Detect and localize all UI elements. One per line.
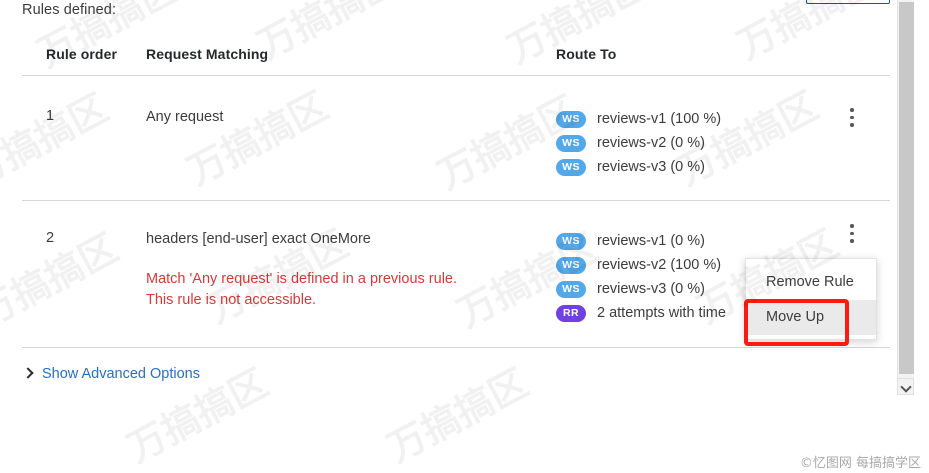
error-line: Match 'Any request' is defined in a prev… [146,271,458,287]
header-separator [22,75,890,76]
bottom-separator [22,347,890,348]
rules-table: Rule order Request Matching Route To [22,40,890,75]
rule-order-value: 1 [46,108,55,124]
ws-badge-icon: WS [556,280,586,298]
show-advanced-options-toggle[interactable]: Show Advanced Options [22,366,200,382]
route-item: WS reviews-v2 (100 %) [556,253,856,277]
rule-route-list: WS reviews-v1 (100 %) WS reviews-v2 (0 %… [556,107,856,179]
rule-match-value: Any request [146,108,536,127]
dialog-footer: Cancel [0,400,929,473]
table-row: 1 Any request WS reviews-v1 (100 %) WS r… [22,100,890,198]
rule-error-message: Match 'Any request' is defined in a prev… [146,269,536,311]
route-destination-label: reviews-v3 (0 %) [597,159,705,175]
route-retry-label: 2 attempts with time [597,305,726,321]
rules-content-region: Rules defined: Rule order Request Matchi… [0,0,893,400]
route-destination-label: reviews-v3 (0 %) [597,281,705,297]
route-item: WS reviews-v1 (0 %) [556,229,856,253]
rule-order-value: 2 [46,230,55,246]
column-header-request-matching: Request Matching [146,46,269,62]
menu-item-move-up[interactable]: Move Up [746,300,876,335]
rules-defined-label: Rules defined: [22,2,117,18]
scroll-down-arrow-icon[interactable] [897,378,914,395]
menu-item-remove-rule[interactable]: Remove Rule [766,274,854,290]
route-item: RR 2 attempts with time [556,301,856,325]
scrollbar-thumb[interactable] [899,2,914,374]
route-destination-label: reviews-v2 (100 %) [597,257,722,273]
rule-route-list: WS reviews-v1 (0 %) WS reviews-v2 (100 %… [556,229,856,325]
column-header-route-to: Route To [556,46,617,62]
route-destination-label: reviews-v2 (0 %) [597,135,705,151]
route-item: WS reviews-v3 (0 %) [556,155,856,179]
match-expression: headers [end-user] exact OneMore [146,231,371,247]
show-advanced-options-label: Show Advanced Options [42,366,200,382]
column-header-rule-order: Rule order [46,46,118,62]
vertical-scrollbar[interactable] [897,0,914,394]
route-item: WS reviews-v2 (0 %) [556,131,856,155]
rule-match-value: headers [end-user] exact OneMore Match '… [146,230,536,311]
route-item: WS reviews-v1 (100 %) [556,107,856,131]
row-actions-dropdown-menu: Remove Rule Move Up [745,258,877,340]
table-row: 2 headers [end-user] exact OneMore Match… [22,222,890,344]
error-line: This rule is not accessible. [146,292,317,308]
rr-badge-icon: RR [556,304,586,322]
row-actions-kebab-icon[interactable] [844,224,860,246]
ws-badge-icon: WS [556,256,586,274]
chevron-right-icon [22,368,34,380]
ws-badge-icon: WS [556,134,586,152]
ws-badge-icon: WS [556,158,586,176]
match-expression: Any request [146,109,224,125]
ws-badge-icon: WS [556,110,586,128]
row-separator [22,200,890,201]
table-header-row: Rule order Request Matching Route To [22,40,890,75]
route-destination-label: reviews-v1 (0 %) [597,233,705,249]
ws-badge-icon: WS [556,232,586,250]
row-actions-kebab-icon[interactable] [844,108,860,130]
top-partial-button[interactable] [806,0,890,4]
route-item: WS reviews-v3 (0 %) [556,277,856,301]
route-destination-label: reviews-v1 (100 %) [597,111,722,127]
